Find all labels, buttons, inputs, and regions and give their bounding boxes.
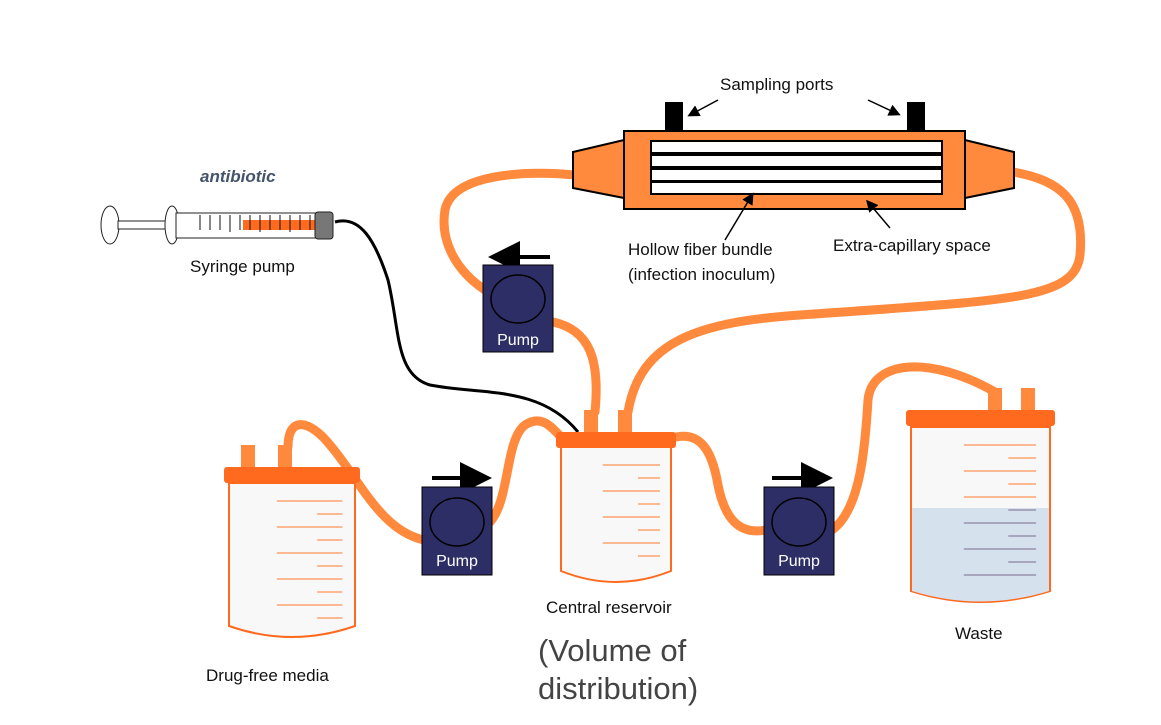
tubing: [283, 167, 1086, 545]
syringe-icon: [100, 205, 334, 245]
hollow-fiber-label-line1: Hollow fiber bundle: [628, 240, 773, 259]
syringe-pump-label: Syringe pump: [190, 257, 295, 276]
tube-pump-to-central: [485, 416, 565, 527]
syringe-line: [334, 219, 580, 433]
hollow-fiber-cartridge: [572, 102, 1015, 210]
tube-media-to-pump: [283, 420, 429, 545]
volume-of-distribution-label: (Volume of distribution): [538, 633, 699, 706]
tube-central-to-top-pump: [548, 317, 601, 417]
tube-central-to-pump: [667, 431, 771, 536]
pump-right: [763, 462, 835, 576]
central-reservoir-label: Central reservoir: [546, 598, 672, 617]
tube-top-pump-to-fiber: [439, 168, 580, 295]
pump-label: Pump: [778, 553, 820, 570]
central-reservoir-jar: [556, 410, 676, 583]
drug-free-media-label: Drug-free media: [206, 666, 329, 685]
tube-pump-to-waste: [827, 362, 1000, 535]
annotation-arrows: [687, 99, 901, 241]
waste-label: Waste: [955, 624, 1003, 643]
tube-fiber-return: [623, 167, 1086, 417]
pump-label: Pump: [497, 332, 539, 349]
waste-jar: [906, 388, 1055, 603]
pump-left: [421, 462, 493, 576]
drug-free-media-jar: [224, 445, 360, 638]
sampling-ports-label: Sampling ports: [720, 75, 834, 94]
sampling-port-right: [907, 102, 925, 132]
antibiotic-label: antibiotic: [200, 167, 276, 186]
sampling-port-left: [665, 102, 683, 132]
pump-label: Pump: [436, 553, 478, 570]
pump-top: [482, 241, 554, 353]
extra-capillary-label: Extra-capillary space: [833, 236, 991, 255]
hollow-fiber-label-line2: (infection inoculum): [628, 265, 776, 284]
